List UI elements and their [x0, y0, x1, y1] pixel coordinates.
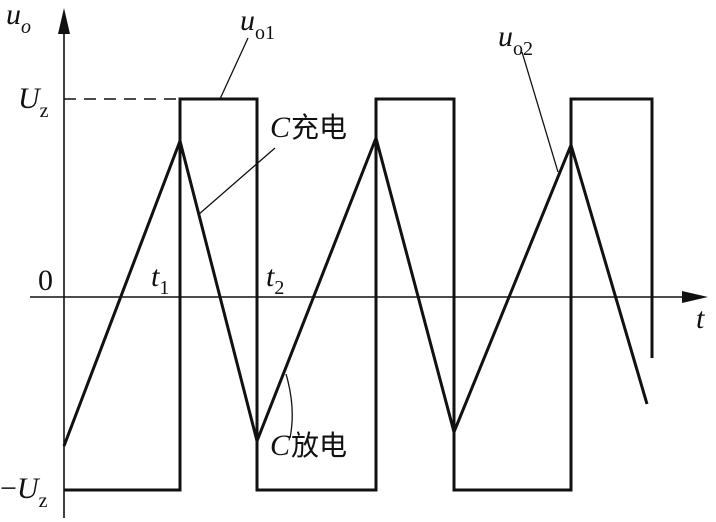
uo2-leader: [521, 51, 559, 173]
upper-level-label: Uz: [18, 82, 49, 122]
charge-text: 充电: [291, 111, 347, 144]
x-axis-label: t: [696, 302, 705, 335]
x-axis-arrow: [682, 291, 708, 303]
triangle-wave-label: uo2: [498, 20, 533, 60]
t2-label: t2: [266, 260, 284, 299]
triangle-wave-uo2: [62, 133, 649, 447]
lower-level-label: −Uz: [0, 472, 48, 512]
uo1-leader: [219, 37, 249, 100]
charge-var: C: [270, 111, 291, 144]
discharge-leader: [285, 373, 293, 439]
discharge-annotation: C 放电: [270, 429, 347, 462]
charge-annotation: C 充电: [270, 111, 347, 144]
axes: [30, 8, 708, 518]
t1-label: t1: [151, 260, 169, 299]
square-wave-label: uo1: [240, 4, 275, 44]
discharge-text: 放电: [291, 429, 347, 462]
origin-label: 0: [38, 264, 53, 297]
charge-leader: [197, 147, 276, 216]
discharge-var: C: [270, 429, 291, 462]
square-wave-uo1: [64, 97, 654, 492]
y-axis-arrow: [58, 8, 70, 34]
y-axis-label: uo: [6, 0, 31, 38]
